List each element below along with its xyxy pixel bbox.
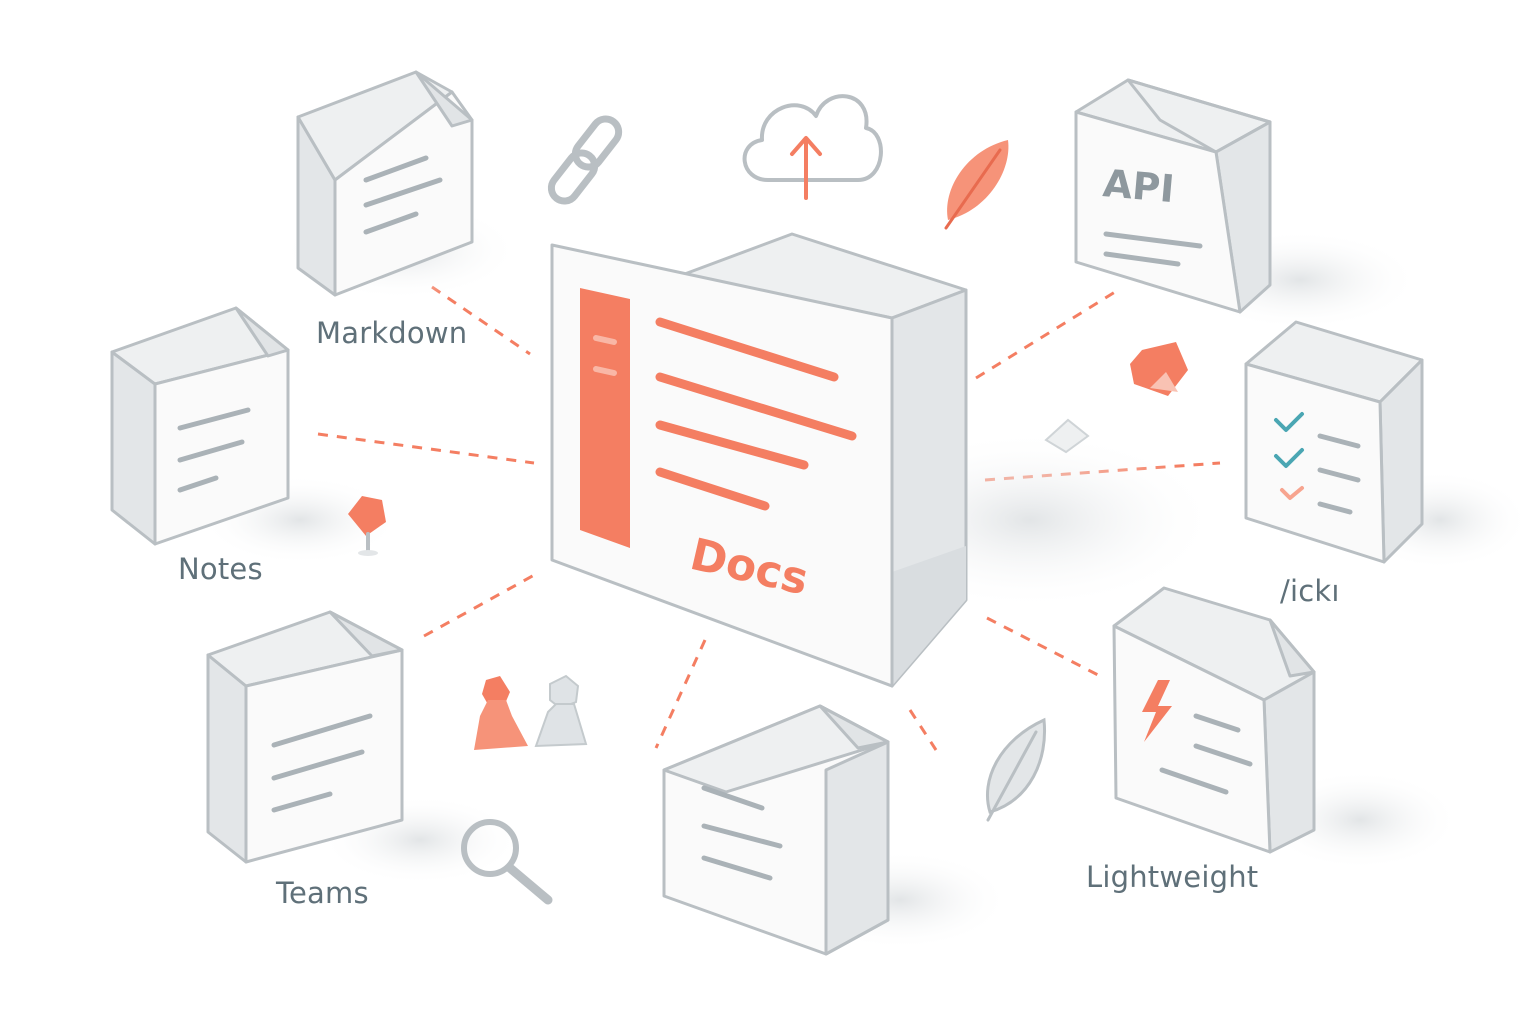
leaf-icon — [985, 717, 1047, 822]
search-icon — [461, 819, 553, 905]
card-api — [1074, 78, 1272, 314]
docs-inner-floor — [892, 546, 966, 686]
docs-content: Docs — [580, 288, 857, 605]
docs-sidebar-bar — [580, 288, 630, 548]
docs-text-line — [655, 467, 770, 511]
connector-bottom — [654, 639, 707, 749]
link-icon — [547, 115, 623, 205]
pin-icon — [348, 496, 386, 556]
docs-text-line — [655, 420, 809, 470]
connector-lightweight — [986, 616, 1101, 678]
connector-api — [975, 290, 1116, 380]
docs-sidebar-dash — [593, 335, 617, 345]
card-quick — [1244, 320, 1424, 564]
card-lightweight — [1112, 586, 1316, 854]
cloud-upload-icon — [742, 94, 883, 200]
docs-sidebar-dash — [593, 366, 617, 376]
gem-icon — [1130, 342, 1188, 396]
card-bottom — [662, 704, 890, 956]
card-notes — [110, 306, 290, 546]
lightning-icon — [1142, 680, 1172, 742]
card-teams — [206, 610, 404, 864]
connector-bottom-right — [908, 709, 938, 751]
label-notes: Notes — [178, 552, 263, 586]
label-quick: /ickı — [1280, 574, 1340, 608]
docs-hub — [550, 232, 968, 688]
label-lightweight: Lightweight — [1086, 860, 1259, 894]
docs-text-line — [655, 317, 839, 382]
api-card-title: API — [1101, 161, 1176, 211]
pawn-icon — [474, 676, 528, 750]
connector-teams — [423, 572, 537, 638]
connector-notes — [317, 432, 535, 465]
docs-text-line — [655, 372, 857, 441]
check-icon — [1274, 448, 1304, 468]
connector-markdown — [431, 285, 531, 356]
check-icon — [1280, 486, 1304, 500]
label-teams: Teams — [276, 876, 369, 910]
gem-icon — [1044, 418, 1090, 454]
pawn-icon — [534, 674, 588, 748]
docs-front-panel — [550, 243, 894, 688]
leaf-icon — [944, 140, 1009, 230]
card-markdown — [296, 70, 474, 297]
check-icon — [1274, 412, 1304, 432]
label-markdown: Markdown — [316, 316, 468, 350]
